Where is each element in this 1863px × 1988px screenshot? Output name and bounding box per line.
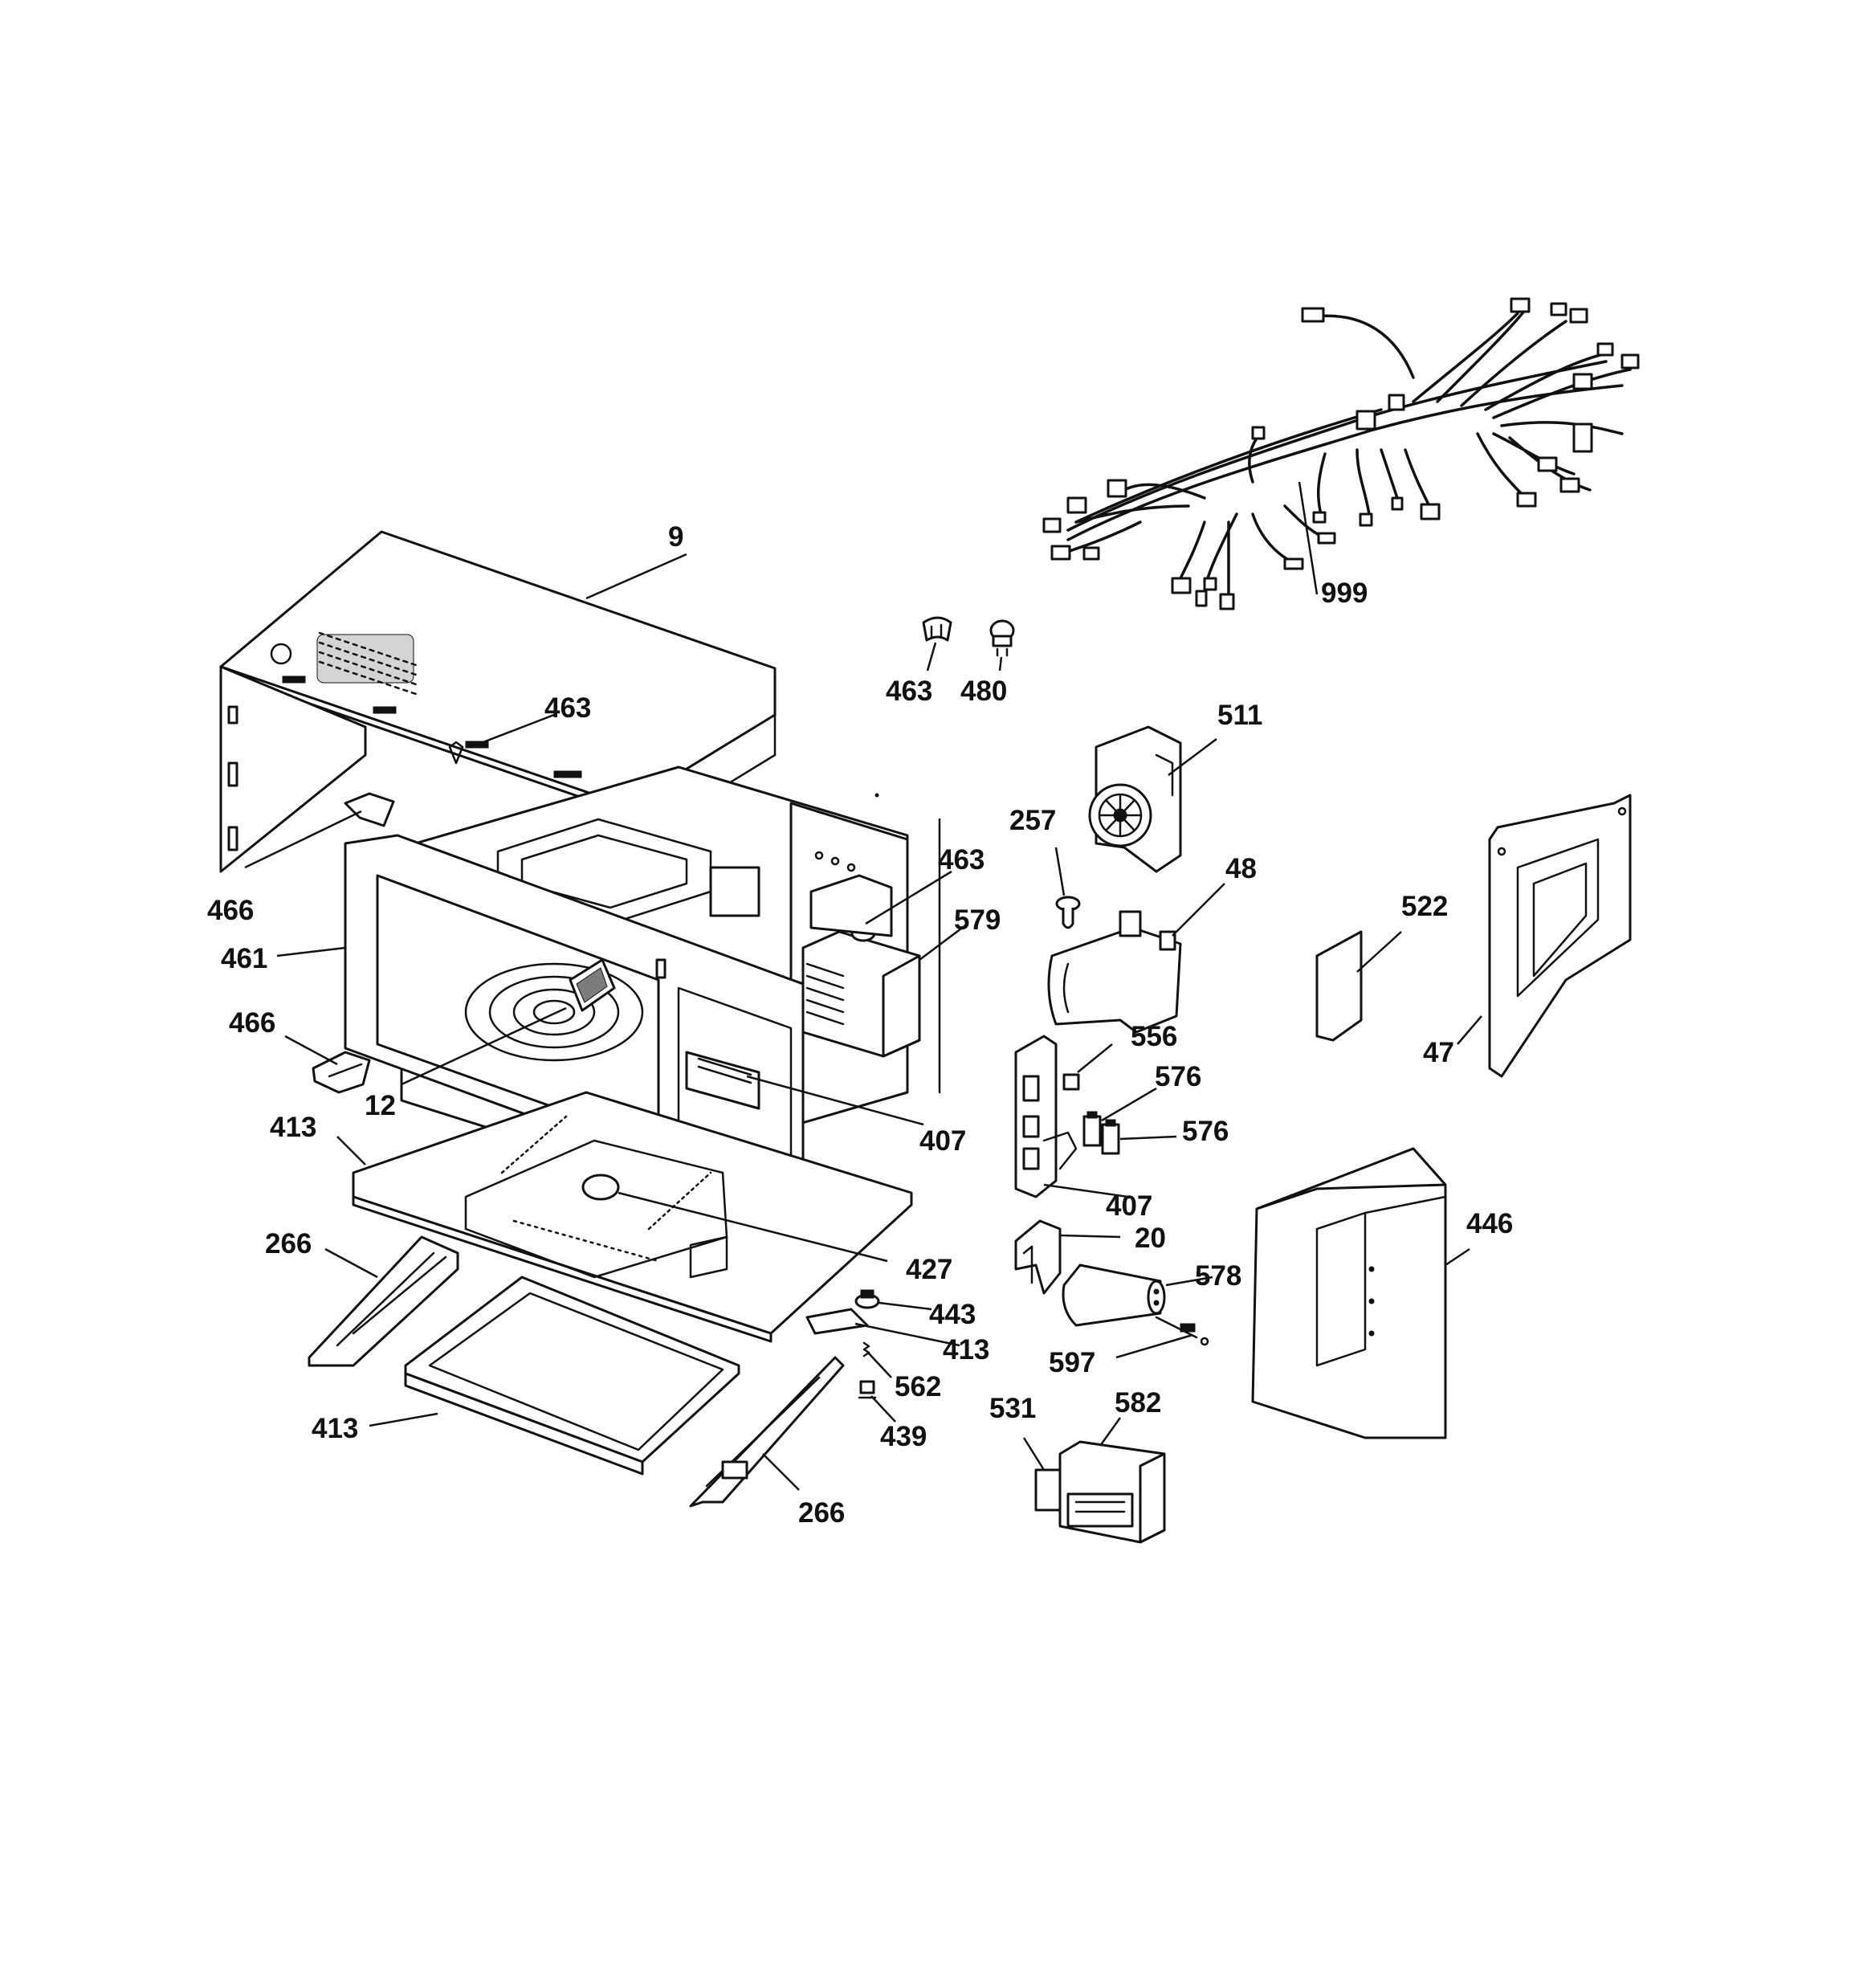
callout-463-cover: 463 bbox=[544, 692, 591, 724]
switch-556 bbox=[1062, 1073, 1080, 1091]
callout-576-lower: 576 bbox=[1182, 1116, 1229, 1147]
vent-holes bbox=[316, 631, 418, 696]
callout-413-tray: 413 bbox=[312, 1413, 358, 1444]
outer-cabinet-cover bbox=[219, 530, 777, 873]
bracket-466-lower bbox=[312, 1051, 371, 1094]
waveguide-cover-12 bbox=[569, 958, 616, 1012]
side-panel bbox=[1488, 794, 1632, 1078]
callout-531: 531 bbox=[989, 1393, 1036, 1424]
callout-597: 597 bbox=[1049, 1347, 1095, 1378]
capacitor-bracket bbox=[1014, 1219, 1062, 1295]
lamp-socket-480 bbox=[989, 619, 1015, 657]
magnetron bbox=[801, 874, 921, 1058]
cavity-side-bracket bbox=[685, 1051, 760, 1110]
callout-562: 562 bbox=[895, 1371, 941, 1402]
callout-48: 48 bbox=[1225, 853, 1257, 884]
callout-463-top: 463 bbox=[886, 676, 932, 707]
drip-tray bbox=[404, 1276, 740, 1476]
base-plate bbox=[352, 1091, 913, 1343]
callout-427: 427 bbox=[906, 1254, 952, 1285]
bracket-413-small bbox=[805, 1308, 869, 1335]
callout-463-magnetron: 463 bbox=[938, 844, 984, 876]
switch-439 bbox=[858, 1380, 877, 1399]
callout-579: 579 bbox=[954, 904, 1001, 936]
spring-562 bbox=[862, 1341, 870, 1357]
lamp-bulb bbox=[1055, 896, 1081, 929]
callout-446: 446 bbox=[1466, 1208, 1513, 1239]
callout-556: 556 bbox=[1131, 1021, 1177, 1052]
clip-463-cover bbox=[448, 741, 464, 765]
callout-413-bracket: 413 bbox=[943, 1334, 989, 1365]
fan-motor bbox=[1088, 725, 1182, 873]
callout-999: 999 bbox=[1321, 578, 1368, 609]
rail-266-left bbox=[308, 1235, 459, 1367]
turntable-rings bbox=[464, 962, 644, 1062]
callout-578: 578 bbox=[1195, 1260, 1241, 1292]
callout-439: 439 bbox=[880, 1421, 927, 1452]
door-switch-bracket bbox=[1014, 1035, 1078, 1198]
callout-480: 480 bbox=[960, 676, 1007, 707]
insulation-pad bbox=[1315, 930, 1363, 1042]
callout-labels: 9 999 463 480 463 511 466 257 463 48 579… bbox=[207, 521, 1513, 1529]
callout-12: 12 bbox=[365, 1090, 396, 1121]
front-frame bbox=[344, 834, 805, 1198]
callout-461: 461 bbox=[221, 943, 267, 974]
callout-407-cavity: 407 bbox=[919, 1125, 966, 1157]
hv-capacitor bbox=[1062, 1263, 1166, 1327]
callout-407-switch: 407 bbox=[1106, 1190, 1152, 1222]
callout-466-lower: 466 bbox=[229, 1007, 275, 1039]
callout-20: 20 bbox=[1135, 1223, 1166, 1254]
callout-443: 443 bbox=[929, 1299, 976, 1330]
callout-466-upper: 466 bbox=[207, 895, 254, 926]
wire-harness bbox=[1042, 297, 1640, 610]
callout-9: 9 bbox=[668, 521, 683, 553]
callout-266-left: 266 bbox=[265, 1228, 312, 1259]
callout-47: 47 bbox=[1423, 1037, 1454, 1068]
switch-576-lower bbox=[1101, 1119, 1120, 1155]
callout-266-right: 266 bbox=[798, 1497, 845, 1529]
callout-576-upper: 576 bbox=[1155, 1061, 1201, 1092]
transformer bbox=[1034, 1440, 1166, 1544]
clip-463-top bbox=[922, 616, 952, 642]
air-duct bbox=[1047, 910, 1182, 1034]
rail-266-right bbox=[689, 1356, 845, 1508]
magnetron-fins bbox=[805, 962, 845, 1026]
hv-diode bbox=[1155, 1316, 1209, 1346]
callout-582: 582 bbox=[1115, 1387, 1161, 1419]
thermal-cutout-443 bbox=[854, 1289, 880, 1309]
callout-511: 511 bbox=[1217, 700, 1262, 731]
callout-413-base: 413 bbox=[270, 1112, 316, 1143]
callout-522: 522 bbox=[1401, 891, 1448, 922]
callout-257: 257 bbox=[1009, 805, 1056, 836]
switch-576-upper bbox=[1082, 1111, 1102, 1147]
bracket-466-upper bbox=[344, 792, 395, 827]
base-vents bbox=[500, 1115, 712, 1263]
control-housing bbox=[1251, 1147, 1447, 1439]
